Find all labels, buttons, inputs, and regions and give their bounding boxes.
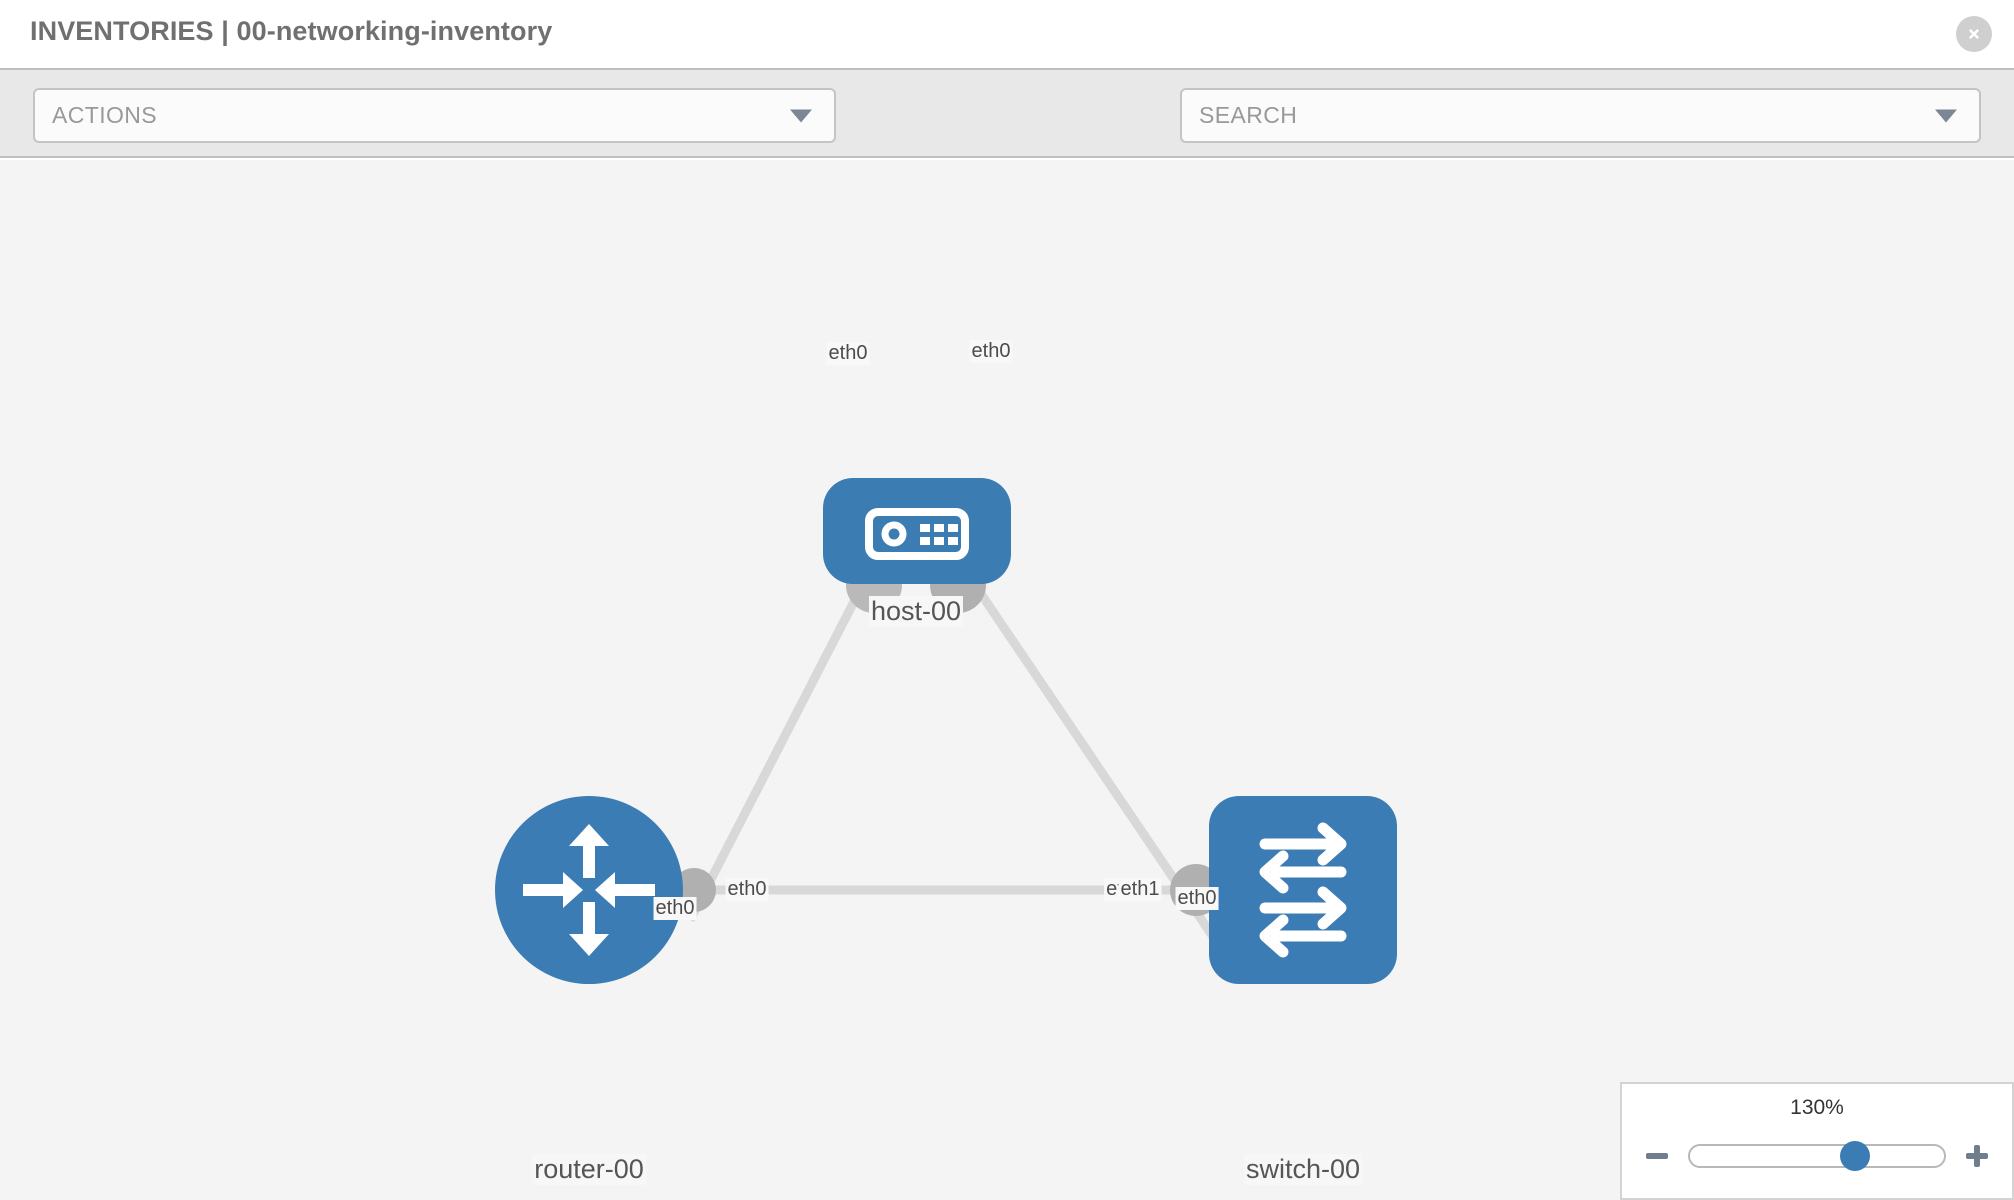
search-input[interactable]: [1199, 102, 1879, 129]
edge-host00-router00[interactable]: [685, 587, 865, 923]
minus-icon: [1646, 1153, 1668, 1159]
zoom-slider-track[interactable]: [1688, 1141, 1946, 1171]
node-switch-00[interactable]: [1209, 796, 1397, 984]
zoom-slider-row: [1622, 1136, 2012, 1176]
node-router-00[interactable]: [495, 796, 683, 984]
chevron-down-icon: [790, 109, 812, 122]
topology-graph: [495, 478, 1397, 984]
page-title: INVENTORIES | 00-networking-inventory: [30, 16, 553, 46]
edge-label: eth0: [725, 878, 769, 901]
zoom-out-button[interactable]: [1640, 1139, 1674, 1173]
edge-label: eth0: [1175, 887, 1219, 910]
actions-dropdown[interactable]: ACTIONS: [33, 88, 836, 143]
zoom-control-panel: 130%: [1620, 1082, 2014, 1200]
switch-arrows-icon: [1259, 822, 1347, 958]
node-label-router-00: router-00: [532, 1154, 646, 1185]
server-icon: [865, 508, 969, 560]
close-button[interactable]: [1956, 16, 1992, 52]
edge-label: eth0: [969, 340, 1013, 363]
actions-dropdown-label: ACTIONS: [52, 102, 158, 128]
toolbar: ACTIONS: [0, 68, 2014, 191]
close-icon: [1969, 29, 1979, 39]
chevron-down-icon[interactable]: [1935, 109, 1957, 122]
edge-label: eth1: [1118, 878, 1162, 901]
node-label-switch-00: switch-00: [1243, 1154, 1363, 1185]
search-field[interactable]: [1180, 88, 1981, 143]
topology-canvas[interactable]: eth0 eth0 eth0 eth0 eth0 eth eth1 host-0…: [0, 160, 2014, 1200]
edge-label: eth0: [826, 342, 870, 365]
page-header: INVENTORIES | 00-networking-inventory: [0, 0, 2014, 68]
zoom-slider-thumb[interactable]: [1840, 1141, 1871, 1171]
node-host-00[interactable]: [823, 478, 1011, 584]
node-label-host-00: host-00: [868, 596, 964, 627]
edge-label: eth0: [653, 897, 697, 920]
edge-connectors: [672, 557, 1265, 978]
zoom-in-button[interactable]: [1960, 1139, 1994, 1173]
zoom-percent-label: 130%: [1790, 1096, 1844, 1119]
plus-icon: [1966, 1145, 1988, 1167]
router-arrows-icon: [523, 824, 655, 956]
